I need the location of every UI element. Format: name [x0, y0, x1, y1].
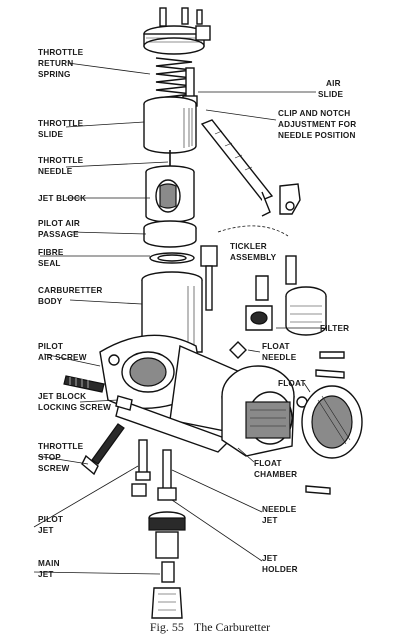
float-chamber-cover — [301, 385, 363, 459]
label-float: FLOAT — [278, 379, 306, 388]
mixing-chamber-top — [143, 7, 211, 55]
label-tickler-assembly: TICKLER ASSEMBLY — [230, 242, 277, 262]
label-pilot-air-passage: PILOT AIR PASSAGE — [38, 219, 82, 239]
label-fibre-seal: FIBRE SEAL — [38, 248, 66, 268]
label-jet-block-locking-screw: JET BLOCK LOCKING SCREW — [38, 392, 111, 412]
jet-block — [145, 165, 195, 223]
label-clip-and-notch: CLIP AND NOTCH ADJUSTMENT FOR NEEDLE POS… — [278, 109, 359, 140]
label-jet-block: JET BLOCK — [38, 194, 86, 203]
pilot-jet — [135, 439, 151, 481]
needle-clip — [279, 183, 301, 215]
label-air-slide: AIR SLIDE — [318, 79, 343, 99]
label-float-chamber: FLOAT CHAMBER — [254, 459, 297, 479]
throttle-slide — [143, 96, 197, 154]
label-filter: FILTER — [320, 324, 349, 333]
label-pilot-jet: PILOT JET — [38, 515, 66, 535]
pilot-air-screw — [63, 375, 105, 393]
label-carburetter-body: CARBURETTER BODY — [38, 286, 105, 306]
main-jet — [151, 561, 183, 619]
leader-lines — [33, 62, 324, 575]
figure-caption: Fig. 55 The Carburetter — [150, 620, 270, 634]
clip-and-notch-strip — [200, 119, 274, 217]
label-float-needle: FLOAT NEEDLE — [262, 342, 297, 362]
needle-jet-and-holder — [148, 449, 186, 559]
tickler-assembly — [200, 225, 289, 311]
small-jet-parts — [131, 483, 147, 497]
label-throttle-stop-screw: THROTTLE STOP SCREW — [38, 442, 86, 473]
float-chamber — [221, 365, 308, 457]
label-jet-holder: JET HOLDER — [262, 554, 298, 574]
label-main-jet: MAIN JET — [38, 559, 62, 579]
caption-title: The Carburetter — [194, 620, 270, 634]
label-throttle-slide: THROTTLE SLIDE — [38, 119, 86, 139]
part-labels: THROTTLE RETURN SPRING THROTTLE SLIDE TH… — [38, 48, 359, 579]
caption-prefix: Fig. 55 — [150, 620, 184, 634]
label-pilot-air-screw: PILOT AIR SCREW — [38, 342, 87, 362]
label-throttle-needle: THROTTLE NEEDLE — [38, 156, 86, 176]
label-needle-jet: NEEDLE JET — [262, 505, 299, 525]
filter-parts — [245, 255, 327, 336]
label-throttle-return-spring: THROTTLE RETURN SPRING — [38, 48, 86, 79]
fibre-seal — [149, 252, 195, 264]
throttle-stop-screw — [81, 423, 125, 476]
jet-block-locking-screw — [115, 395, 133, 411]
pilot-air-passage-ring — [143, 220, 197, 248]
cover-screws — [229, 341, 345, 495]
carburetter-body — [99, 271, 241, 453]
parts-illustration — [63, 7, 363, 619]
